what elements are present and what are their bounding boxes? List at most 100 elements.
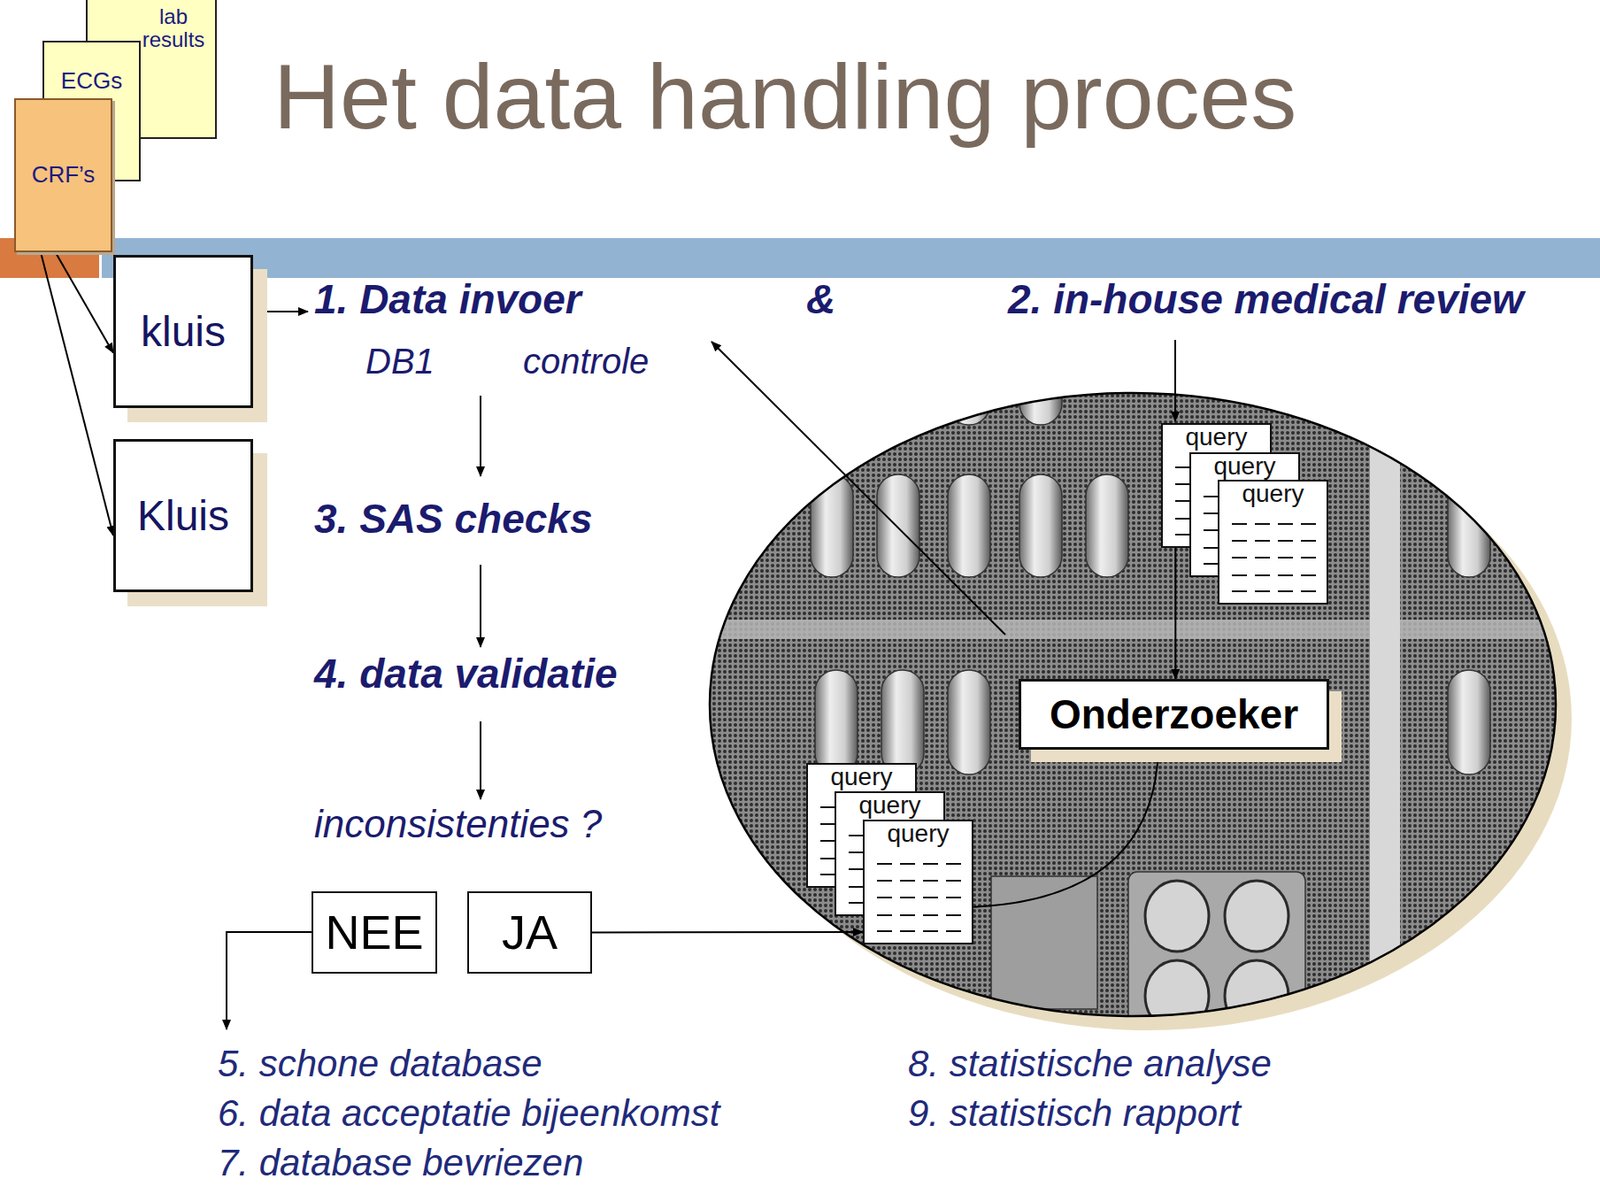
query-line <box>900 914 916 916</box>
step-item: 8. statistische analyse <box>907 1042 1272 1085</box>
step-heading: 2. in-house medical review <box>1007 276 1524 324</box>
decor-part <box>1145 880 1209 952</box>
query-line <box>1203 529 1219 531</box>
query-line <box>1203 512 1219 515</box>
query-line <box>946 862 962 865</box>
decor-part <box>1145 960 1209 1031</box>
step-item: 7. database bevriezen <box>217 1141 584 1185</box>
decor-part <box>1447 371 1491 425</box>
capsules <box>810 371 1491 775</box>
step-heading: 1. Data invoer <box>314 276 582 324</box>
query-line <box>1300 523 1316 525</box>
round-pills <box>1145 880 1289 1031</box>
node-text: query <box>858 793 921 816</box>
sub-step: DB1 <box>365 340 435 382</box>
flow-arrow <box>226 931 312 1030</box>
node-text: query <box>830 765 893 788</box>
decor-part <box>1085 474 1129 577</box>
query-line <box>1231 523 1247 525</box>
query-line <box>820 839 836 842</box>
query-line <box>848 868 864 870</box>
query-line <box>1300 590 1316 593</box>
query-line <box>1231 556 1247 559</box>
query-line <box>1277 539 1293 542</box>
crf-sheet: CRF’s <box>14 98 113 253</box>
flow-arrow <box>479 395 482 477</box>
vault-box: Kluis <box>113 438 254 593</box>
query-line <box>1254 556 1270 559</box>
query-sheet: query <box>862 819 974 945</box>
node-text: ECGs <box>61 68 123 95</box>
investigator-box: Onderzoeker <box>1018 678 1330 750</box>
query-line <box>1300 539 1316 542</box>
node-text: kluis <box>140 307 226 356</box>
decor-part <box>1447 474 1491 577</box>
query-line <box>820 823 836 825</box>
query-line <box>946 896 962 899</box>
query-line <box>820 806 836 808</box>
query-line <box>1254 539 1270 542</box>
query-line <box>848 901 864 904</box>
query-line <box>1277 523 1293 525</box>
answer-box: NEE <box>311 891 438 974</box>
step-item: 6. data acceptatie bijeenkomst <box>217 1092 720 1135</box>
query-line <box>1175 483 1191 485</box>
node-text: query <box>1184 425 1247 448</box>
flow-arrow <box>711 341 1006 635</box>
query-line <box>900 862 916 865</box>
query-line <box>1254 574 1270 577</box>
node-text: lab results <box>137 5 210 53</box>
query-line <box>1300 574 1316 577</box>
query-line <box>876 896 893 899</box>
decor-part <box>1224 880 1289 952</box>
decor-part <box>881 669 924 775</box>
connector-arrow <box>973 749 1159 908</box>
query-line <box>1277 556 1293 559</box>
node-text: Kluis <box>137 491 230 540</box>
query-line <box>946 879 962 882</box>
query-line <box>923 879 939 882</box>
decision-question: inconsistenties ? <box>314 801 602 847</box>
flow-arrow <box>479 564 482 647</box>
header-band <box>101 238 1600 278</box>
step-heading: 3. SAS checks <box>314 495 593 543</box>
node-text: NEE <box>324 906 424 959</box>
query-line <box>900 896 916 899</box>
query-line <box>1231 574 1247 577</box>
photo-outline <box>709 392 1556 1016</box>
node-text: Onderzoeker <box>1049 691 1299 739</box>
decor-part <box>947 474 991 577</box>
slide-title: Het data handling proces <box>273 44 1297 151</box>
answer-box: JA <box>467 891 593 974</box>
query-line <box>1300 556 1316 559</box>
query-line <box>900 930 916 932</box>
query-line <box>820 857 836 860</box>
blister-ridge <box>709 619 1556 639</box>
query-line <box>1277 574 1293 577</box>
decor-part <box>1447 669 1491 775</box>
step-item: 9. statistisch rapport <box>907 1092 1241 1135</box>
query-line <box>1254 590 1270 593</box>
connector-arrow <box>592 930 863 934</box>
query-line <box>1231 539 1247 542</box>
flow-arrow <box>253 310 308 313</box>
decor-part <box>1019 474 1062 577</box>
query-line <box>900 879 916 882</box>
decor-part <box>1224 960 1289 1031</box>
flow-arrow <box>1174 339 1177 422</box>
query-line <box>1254 523 1270 525</box>
connector-arrow <box>1174 547 1177 679</box>
query-line <box>1277 590 1293 593</box>
query-line <box>1175 500 1191 502</box>
blister-gap <box>1369 392 1400 1016</box>
query-line <box>848 885 864 888</box>
query-sheet: query <box>1217 479 1329 605</box>
query-line <box>923 930 939 932</box>
query-line <box>876 930 893 932</box>
query-line <box>923 914 939 916</box>
query-line <box>820 873 836 876</box>
query-line <box>923 862 939 865</box>
query-line <box>848 851 864 854</box>
connector-arrow <box>55 252 114 354</box>
query-line <box>1231 590 1247 593</box>
